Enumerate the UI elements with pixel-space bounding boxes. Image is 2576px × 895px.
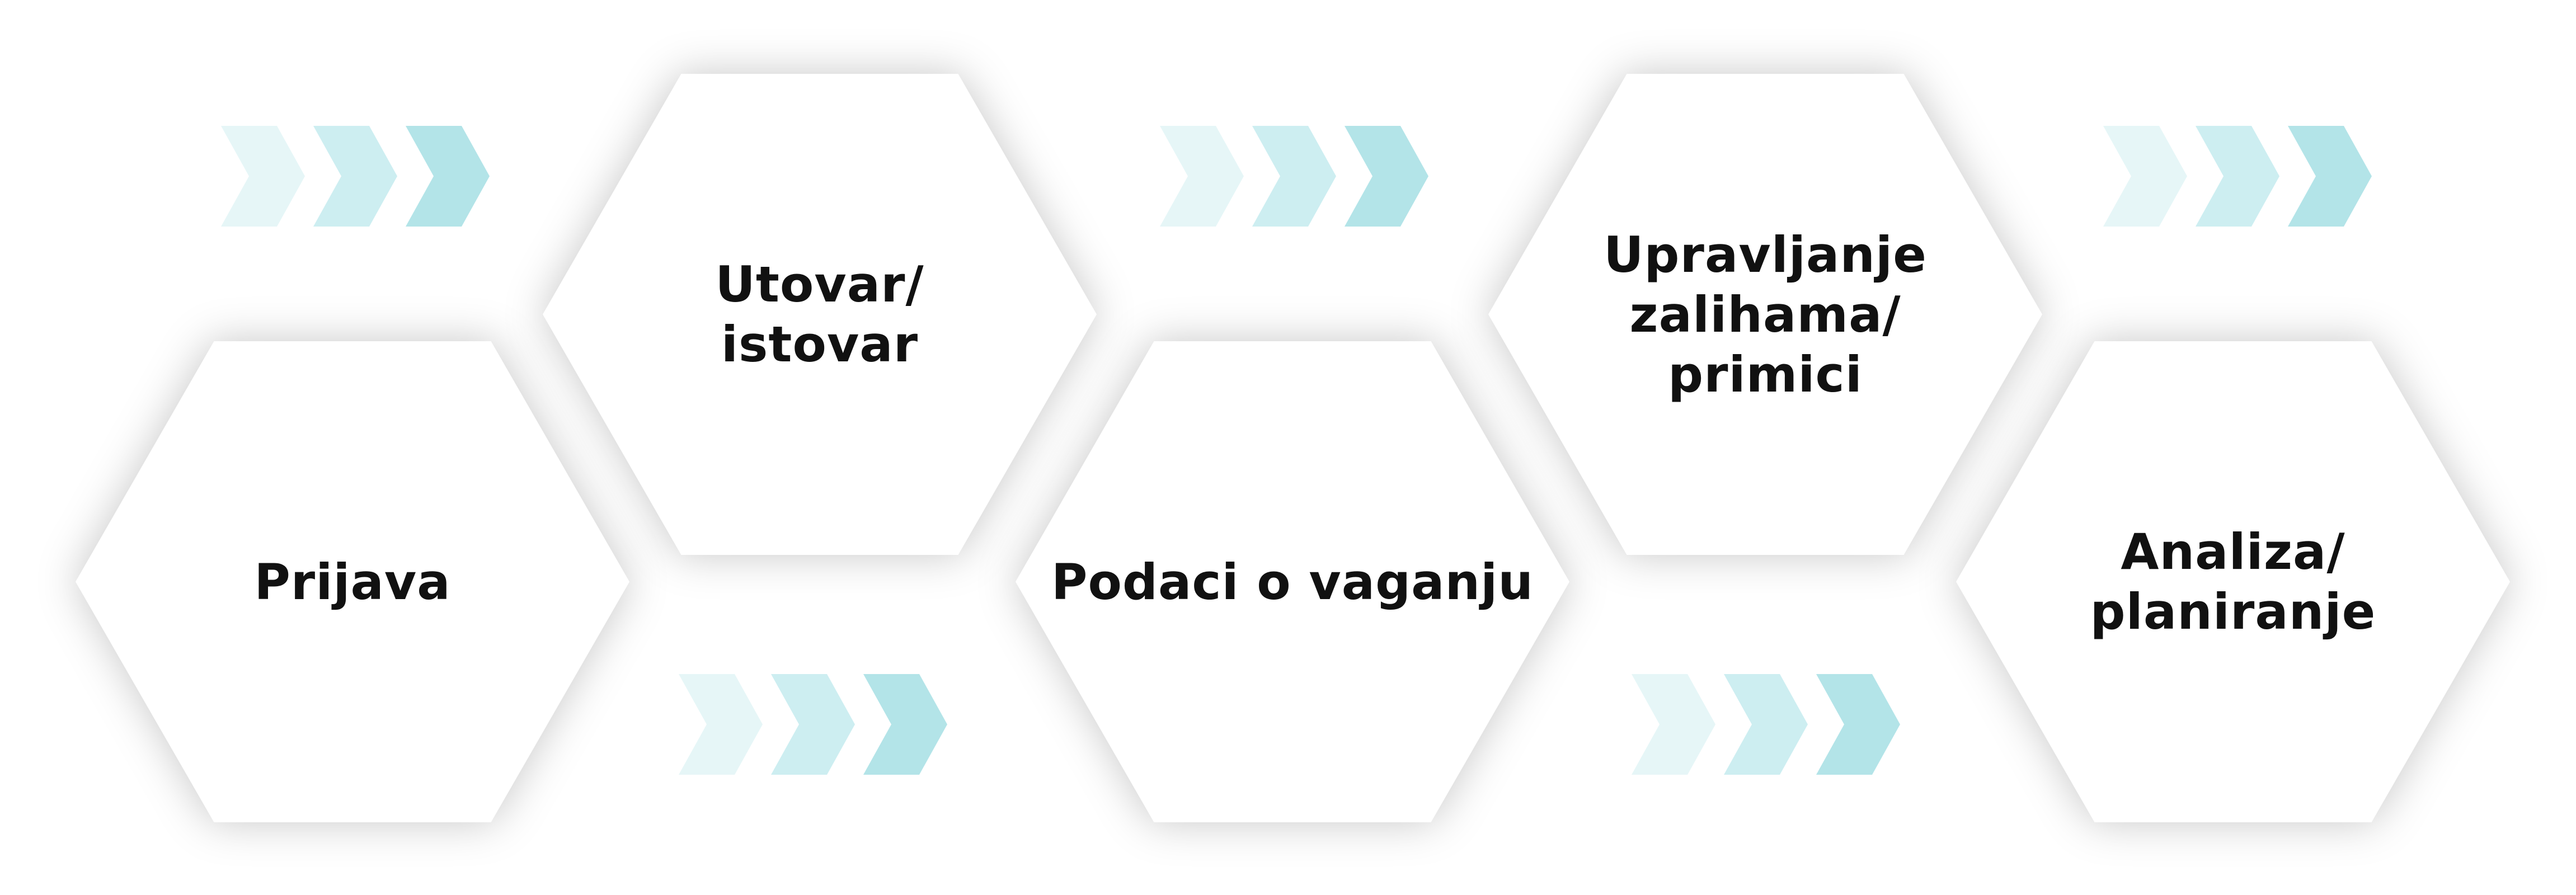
chevron-right-icon: [406, 126, 490, 227]
hex-step-analiza-planiranje: Analiza/ planiranje: [1956, 341, 2510, 822]
chevron-right-icon: [1252, 126, 1336, 227]
chevron-group-top-3: [2103, 126, 2372, 227]
step-label: Upravljanje zalihama/ primici: [1604, 225, 1927, 403]
chevron-right-icon: [863, 674, 947, 775]
chevron-group-top-2: [1160, 126, 1428, 227]
hex-shape: Utovar/ istovar: [543, 74, 1097, 555]
hex-step-upravljanje-zalihama: Upravljanje zalihama/ primici: [1488, 74, 2042, 555]
chevron-right-icon: [313, 126, 397, 227]
chevron-right-icon: [1816, 674, 1900, 775]
chevron-group-bottom-2: [1632, 674, 1900, 775]
chevron-right-icon: [679, 674, 763, 775]
step-label: Utovar/ istovar: [715, 256, 924, 373]
chevron-right-icon: [771, 674, 855, 775]
chevron-group-top-1: [221, 126, 490, 227]
step-label: Prijava: [254, 553, 451, 611]
chevron-right-icon: [221, 126, 305, 227]
chevron-right-icon: [1724, 674, 1808, 775]
chevron-right-icon: [1345, 126, 1428, 227]
step-label: Podaci o vaganju: [1051, 553, 1534, 611]
hex-step-podaci-o-vaganju: Podaci o vaganju: [1016, 341, 1569, 822]
hex-shape: Analiza/ planiranje: [1956, 341, 2510, 822]
chevron-right-icon: [2288, 126, 2372, 227]
hex-step-utovar-istovar: Utovar/ istovar: [543, 74, 1097, 555]
hex-step-prijava: Prijava: [76, 341, 629, 822]
chevron-right-icon: [1160, 126, 1244, 227]
chevron-group-bottom-1: [679, 674, 947, 775]
chevron-right-icon: [2196, 126, 2279, 227]
chevron-right-icon: [2103, 126, 2187, 227]
hex-shape: Podaci o vaganju: [1016, 341, 1569, 822]
chevron-right-icon: [1632, 674, 1715, 775]
step-label: Analiza/ planiranje: [2090, 523, 2376, 640]
